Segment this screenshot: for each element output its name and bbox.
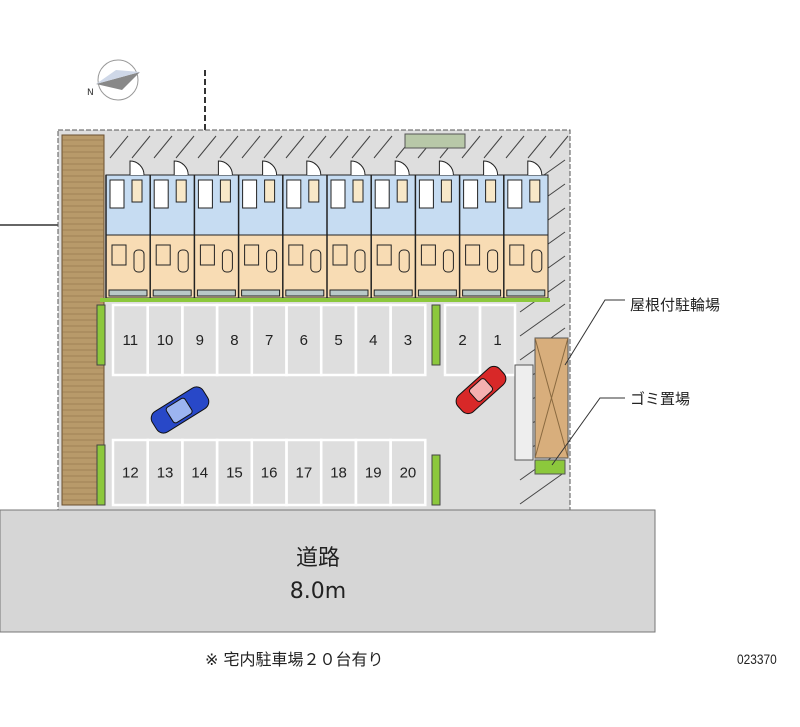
apartment-unit: [458, 160, 502, 298]
parking-space-number: 2: [458, 332, 466, 349]
parking-space-number: 8: [230, 332, 238, 349]
road-width: 8.0m: [290, 579, 346, 604]
compass-north-label: N: [87, 88, 94, 98]
property-code: 023370: [737, 651, 777, 667]
parking-space-number: 10: [157, 332, 174, 349]
parking-space-number: 13: [157, 465, 174, 482]
parking-space-number: 3: [404, 332, 412, 349]
garbage-area: [534, 459, 566, 475]
leader-line: [564, 299, 625, 366]
road: [0, 509, 656, 633]
parking-space-number: 1: [493, 332, 501, 349]
compass-icon: N: [87, 59, 140, 101]
planter: [96, 444, 106, 506]
parking-space-number: 12: [122, 465, 139, 482]
apartment-unit: [105, 160, 148, 298]
parking-space-number: 5: [334, 332, 342, 349]
planter: [96, 304, 106, 366]
parking-space-number: 15: [226, 465, 243, 482]
apartment-unit: [370, 160, 413, 298]
blue-car: [150, 386, 210, 434]
road-name: 道路: [296, 546, 340, 571]
apartment-unit: [237, 160, 281, 298]
parking-space: 20: [389, 438, 427, 507]
apartment-unit: [193, 160, 236, 298]
parking-space-number: 6: [300, 332, 308, 349]
parking-space-number: 9: [196, 332, 204, 349]
parking-space-number: 4: [369, 332, 377, 349]
apartment-unit: [149, 160, 192, 298]
parking-space-number: 16: [261, 465, 278, 482]
parking-space-number: 14: [191, 465, 208, 482]
leader-line: [551, 397, 625, 466]
parking-space-number: 19: [365, 465, 382, 482]
planter: [431, 454, 441, 506]
apartment-unit: [282, 160, 325, 298]
parking-space-number: 7: [265, 332, 273, 349]
bike-parking-label: 屋根付駐輪場: [630, 296, 720, 314]
parking-space-number: 11: [123, 332, 139, 349]
parking-space-number: 17: [296, 465, 313, 482]
apartment-unit: [326, 160, 369, 298]
garbage-label: ゴミ置場: [630, 390, 690, 408]
apartment-building: [100, 160, 550, 302]
parking-space: 3: [389, 303, 427, 377]
side-path: [514, 364, 534, 461]
entrance-planter: [404, 133, 466, 149]
parking-note: ※ 宅内駐車場２０台有り: [205, 650, 384, 669]
planter: [431, 304, 441, 366]
red-car: [455, 365, 507, 415]
parking-space-number: 18: [330, 465, 347, 482]
parking-space-number: 20: [400, 465, 417, 482]
apartment-unit: [414, 160, 457, 298]
apartment-unit: [503, 160, 546, 298]
